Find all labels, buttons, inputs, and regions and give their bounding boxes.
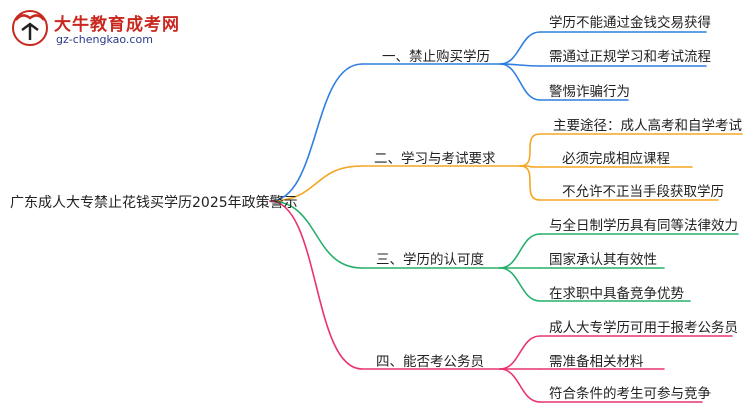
leaf-4-3: 符合条件的考生可参与竞争 (549, 386, 711, 402)
logo-title: 大牛教育成考网 (54, 15, 180, 35)
branch-4: 四、能否考公务员 (376, 354, 484, 370)
logo-url: gz-chengkao.com (56, 33, 153, 46)
root-node: 广东成人大专禁止花钱买学历2025年政策警示 (10, 195, 298, 211)
leaf-connector (499, 63, 541, 101)
leaf-connector (499, 233, 541, 269)
leaf-4-2: 需准备相关材料 (549, 354, 644, 370)
leaf-connector (519, 165, 541, 201)
branch-connector (269, 165, 363, 202)
leaf-connector (499, 267, 541, 302)
leaf-1-1: 学历不能通过金钱交易获得 (549, 15, 711, 31)
leaf-3-2: 国家承认其有效性 (549, 252, 657, 268)
branch-1: 一、禁止购买学历 (382, 49, 490, 65)
branch-connector (269, 200, 363, 370)
bull-logo-icon (12, 10, 48, 46)
leaf-1-3: 警惕诈骗行为 (549, 84, 630, 100)
leaf-connector (499, 31, 541, 65)
branch-3: 三、学历的认可度 (376, 252, 484, 268)
leaf-connector (519, 133, 541, 167)
leaf-2-1: 主要途径：成人高考和自学考试 (553, 118, 742, 134)
leaf-3-1: 与全日制学历具有同等法律效力 (549, 218, 738, 234)
branch-connector (269, 200, 363, 269)
leaf-1-2: 需通过正规学习和考试流程 (549, 49, 711, 65)
branch-connector (269, 63, 363, 202)
leaf-connector (499, 368, 541, 403)
leaf-2-2: 必须完成相应课程 (562, 151, 670, 167)
leaf-4-1: 成人大专学历可用于报考公务员 (549, 320, 738, 336)
site-logo[interactable]: 大牛教育成考网 gz-chengkao.com (8, 6, 208, 52)
leaf-2-3: 不允许不正当手段获取学历 (562, 184, 724, 200)
branch-2: 二、学习与考试要求 (374, 151, 496, 167)
leaf-3-3: 在求职中具备竞争优势 (549, 286, 684, 302)
leaf-connector (499, 335, 541, 370)
